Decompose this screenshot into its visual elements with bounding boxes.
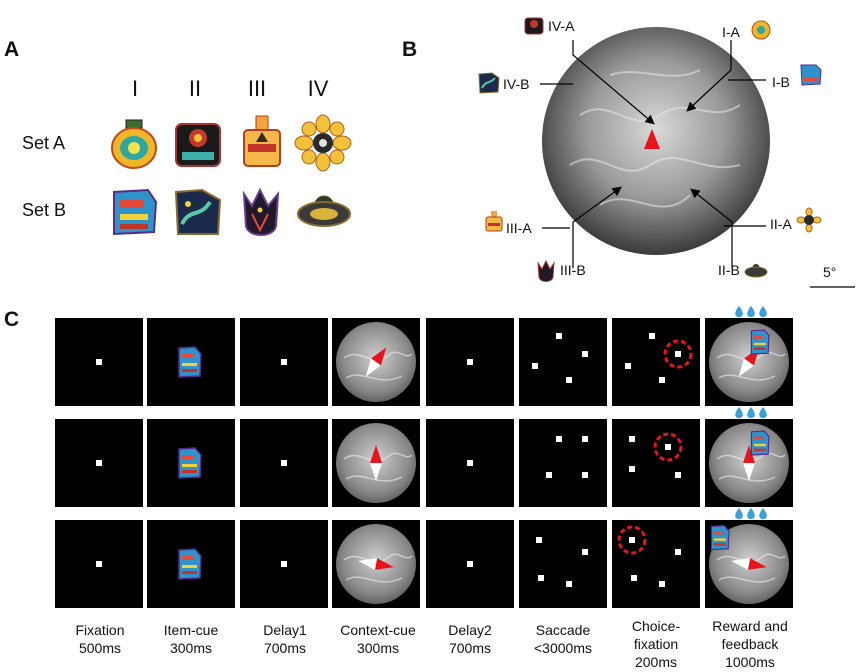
trial-2-context-cue-tile (332, 419, 420, 507)
object-set-b-IV-icon (297, 195, 351, 227)
row-label-set-b: Set B (22, 200, 67, 220)
panel-a-letter: A (4, 38, 20, 61)
label-II-A: II-A (770, 216, 792, 232)
trial-1-delay2-tile (426, 318, 514, 406)
trial-1-delay1-tile (240, 318, 328, 406)
panel-c-letter: C (4, 308, 20, 331)
trial-3-choice-fixation-tile (612, 520, 700, 608)
trial-3-item-cue-tile (147, 520, 235, 608)
trial-2-delay2-tile (426, 419, 514, 507)
thumb-IV-B-icon (478, 72, 500, 94)
trial-3-delay2-tile (426, 520, 514, 608)
thumb-III-A-icon (485, 211, 503, 232)
trial-2-reward-feedback-tile (705, 419, 793, 507)
trial-3-reward-feedback-tile (705, 520, 793, 608)
thumb-III-B-icon (537, 259, 555, 282)
trial-3-context-cue-tile (332, 520, 420, 608)
trial-3-water-drops-icon (735, 508, 767, 519)
trial-1-context-cue-tile (332, 318, 420, 406)
trial-2-saccade-tile (519, 419, 607, 507)
trial-1-saccade-tile (519, 318, 607, 406)
trial-2-delay1-tile (240, 419, 328, 507)
caption-saccade: Saccade<3000ms (534, 622, 592, 656)
thumb-IV-A-icon (524, 17, 544, 35)
object-set-b-III-icon (242, 187, 280, 236)
trial-3-fixation-tile (55, 520, 143, 608)
object-set-a-II-icon (175, 123, 221, 167)
thumb-I-A-icon (751, 20, 771, 40)
trial-2-fixation-tile (55, 419, 143, 507)
trial-2-water-drops-icon (735, 407, 767, 418)
heading-arrow-icon (644, 129, 660, 149)
trial-3-saccade-tile (519, 520, 607, 608)
trial-2-choice-fixation-tile (612, 419, 700, 507)
trial-2-item-cue-tile (147, 419, 235, 507)
label-IV-B: IV-B (503, 76, 530, 92)
panel-b-letter: B (402, 38, 418, 61)
object-set-a-I-icon (111, 119, 157, 169)
column-label-II: II (188, 76, 202, 101)
row-label-set-a: Set A (22, 133, 66, 153)
trial-1-choice-fixation-tile (612, 318, 700, 406)
virtual-environment-globe (542, 27, 770, 255)
trial-3-delay1-tile (240, 520, 328, 608)
label-I-B: I-B (772, 74, 790, 90)
trial-1-reward-feedback-tile (705, 318, 793, 406)
label-IV-A: IV-A (548, 18, 575, 34)
thumb-II-A-icon (796, 207, 822, 233)
scale-bar-label: 5° (823, 264, 837, 280)
label-II-B: II-B (718, 262, 740, 278)
trial-1-water-drops-icon (735, 306, 767, 317)
column-label-I: I (131, 76, 139, 101)
thumb-II-B-icon (744, 264, 768, 278)
trial-1-item-cue-tile (147, 318, 235, 406)
label-III-A: III-A (506, 220, 532, 236)
label-III-B: III-B (560, 262, 586, 278)
object-set-b-I-icon (113, 188, 158, 236)
object-set-b-II-icon (174, 188, 222, 235)
globe-pointer-lines (540, 40, 855, 288)
object-set-a-III-icon (243, 115, 281, 167)
column-label-III: III (247, 76, 267, 101)
column-label-IV: IV (307, 76, 329, 101)
trial-1-fixation-tile (55, 318, 143, 406)
object-set-a-IV-icon (294, 114, 352, 172)
thumb-I-B-icon (800, 64, 822, 86)
label-I-A: I-A (722, 24, 740, 40)
